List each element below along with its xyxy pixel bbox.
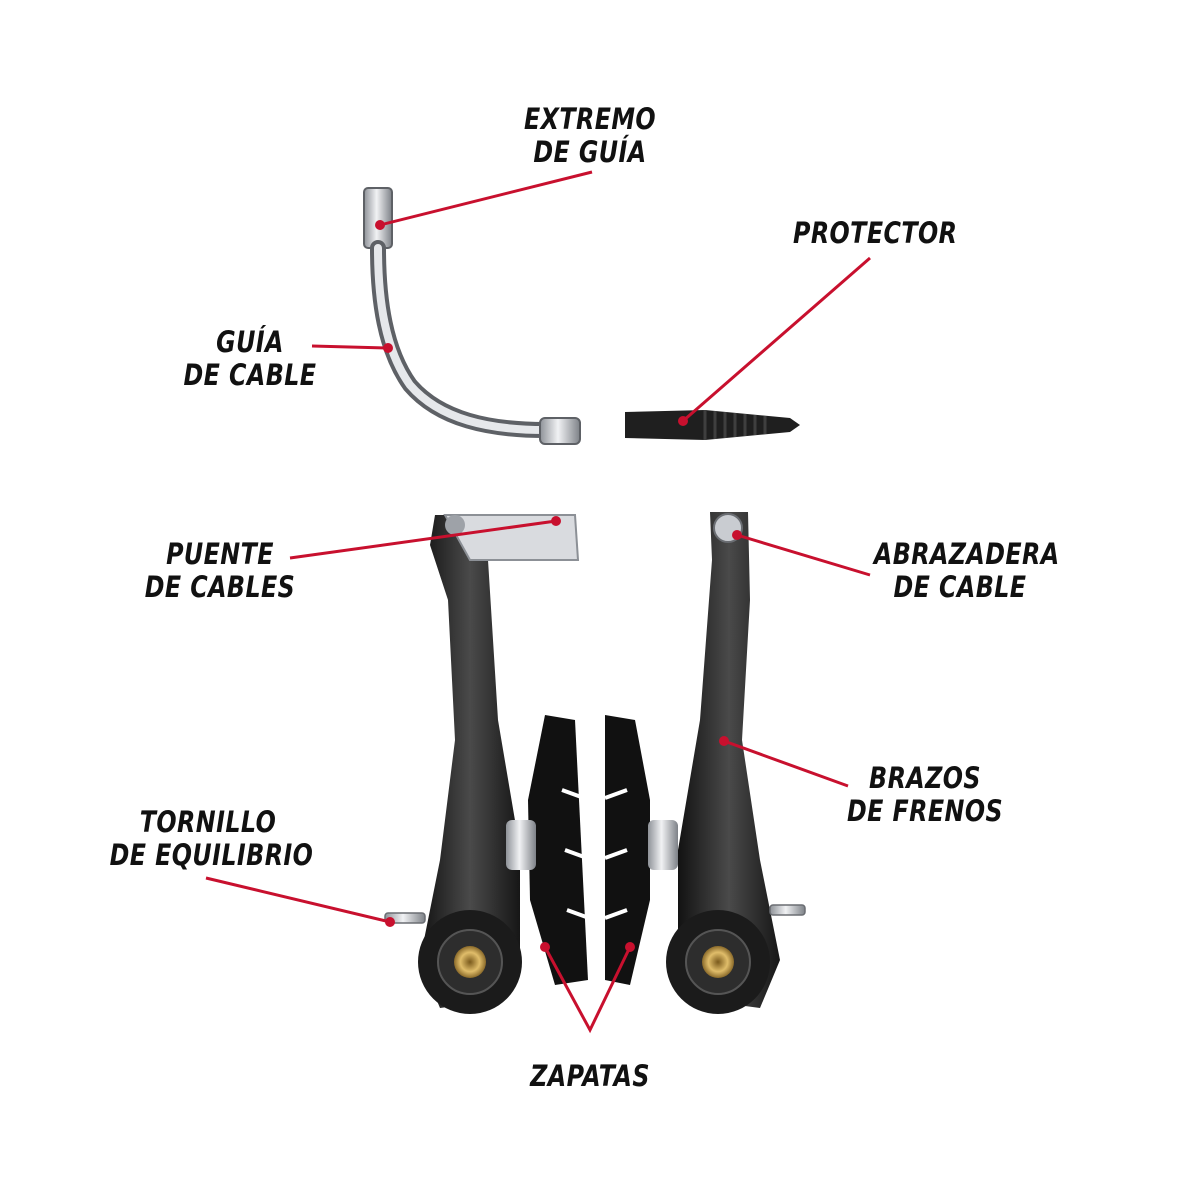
leader-zapatas <box>543 946 632 1034</box>
label-line: DE CABLE <box>183 358 317 392</box>
label-line: EXTREMO <box>523 102 657 136</box>
label-line: PUENTE <box>166 537 274 571</box>
label-tornillo-de-equilibrio: TORNILLO DE EQUILIBRIO <box>109 805 314 872</box>
label-line: DE EQUILIBRIO <box>109 838 314 872</box>
cable-guide <box>363 187 581 445</box>
label-line: ZAPATAS <box>530 1059 650 1093</box>
guide-tip <box>539 417 581 445</box>
balance-screw <box>384 912 426 924</box>
leader-abrazadera <box>736 533 871 577</box>
leader-brazos <box>723 739 849 788</box>
label-zapatas: ZAPATAS <box>516 1060 664 1093</box>
label-line: BRAZOS <box>869 761 981 795</box>
leader-extremo <box>379 170 593 227</box>
label-puente-de-cables: PUENTE DE CABLES <box>142 538 298 604</box>
label-brazos-de-frenos: BRAZOS DE FRENOS <box>843 762 1007 828</box>
label-protector: PROTECTOR <box>793 217 957 250</box>
label-line: GUÍA <box>216 325 284 359</box>
left-pivot-bushing <box>454 946 486 978</box>
protector-boot <box>625 410 800 440</box>
label-line: DE CABLES <box>144 570 296 604</box>
label-line: DE CABLE <box>893 570 1027 604</box>
guide-end-cap <box>363 187 393 249</box>
leader-lines <box>205 170 871 1034</box>
label-line: TORNILLO <box>139 805 277 839</box>
right-brake-pad <box>604 715 678 985</box>
left-brake-pad <box>506 715 590 985</box>
leader-puente <box>289 519 557 560</box>
leader-dots <box>375 220 742 952</box>
label-line: PROTECTOR <box>793 216 958 250</box>
label-guia-de-cable: GUÍA DE CABLE <box>180 326 319 392</box>
label-extremo-de-guia: EXTREMO DE GUÍA <box>516 103 664 169</box>
guide-tube <box>370 240 553 438</box>
label-line: DE GUÍA <box>533 135 647 169</box>
leader-protector <box>682 256 871 423</box>
cable-bridge <box>443 514 580 561</box>
leader-tornillo <box>205 876 391 924</box>
label-abrazadera-de-cable: ABRAZADERA DE CABLE <box>873 537 1060 604</box>
left-brake-arm <box>384 515 522 1014</box>
label-line: DE FRENOS <box>846 794 1004 828</box>
right-pivot-bushing <box>702 946 734 978</box>
leader-guia <box>311 344 389 350</box>
right-brake-arm <box>666 512 806 1014</box>
label-line: ABRAZADERA <box>873 537 1060 571</box>
